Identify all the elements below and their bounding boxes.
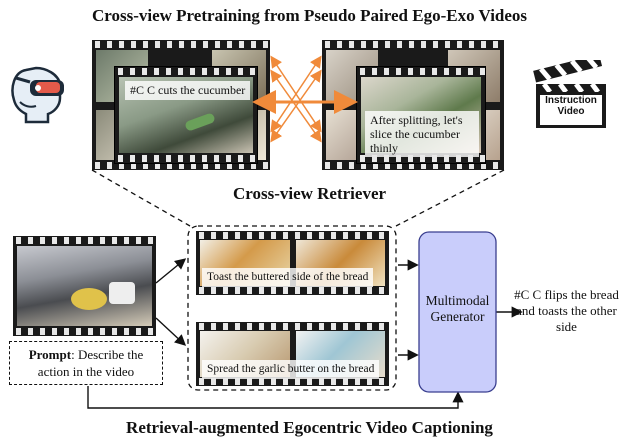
prompt-label: Prompt bbox=[28, 347, 72, 362]
clapperboard-icon bbox=[533, 60, 606, 128]
ego-video-caption: #C C cuts the cucumber bbox=[125, 81, 251, 100]
retrieved-video-1: Toast the buttered side of the bread bbox=[196, 231, 389, 295]
prompt-text: : Describe the action in the video bbox=[37, 347, 144, 379]
retrieved-video-2: Spread the garlic butter on the bread bbox=[196, 322, 389, 386]
instruction-video-label: Instruction Video bbox=[545, 95, 597, 117]
title-pretraining: Cross-view Pretraining from Pseudo Paire… bbox=[91, 6, 528, 25]
exo-video-main-frame: After splitting, let's slice the cucumbe… bbox=[356, 66, 486, 164]
title-retriever: Cross-view Retriever bbox=[232, 184, 387, 203]
title-captioning: Retrieval-augmented Egocentric Video Cap… bbox=[126, 418, 493, 437]
retrieved-caption-2: Spread the garlic butter on the bread bbox=[202, 360, 380, 379]
input-ego-video bbox=[13, 236, 156, 336]
multimodal-generator-label: Multimodal Generator bbox=[425, 293, 490, 324]
ego-video-main-frame: #C C cuts the cucumber bbox=[114, 66, 258, 164]
output-caption: #C C flips the bread and toasts the othe… bbox=[514, 287, 619, 334]
exo-video-caption: After splitting, let's slice the cucumbe… bbox=[365, 111, 479, 157]
vr-headset-icon bbox=[11, 66, 64, 124]
retrieved-caption-1: Toast the buttered side of the bread bbox=[202, 268, 374, 287]
prompt-box: Prompt: Describe the action in the video bbox=[9, 341, 163, 385]
